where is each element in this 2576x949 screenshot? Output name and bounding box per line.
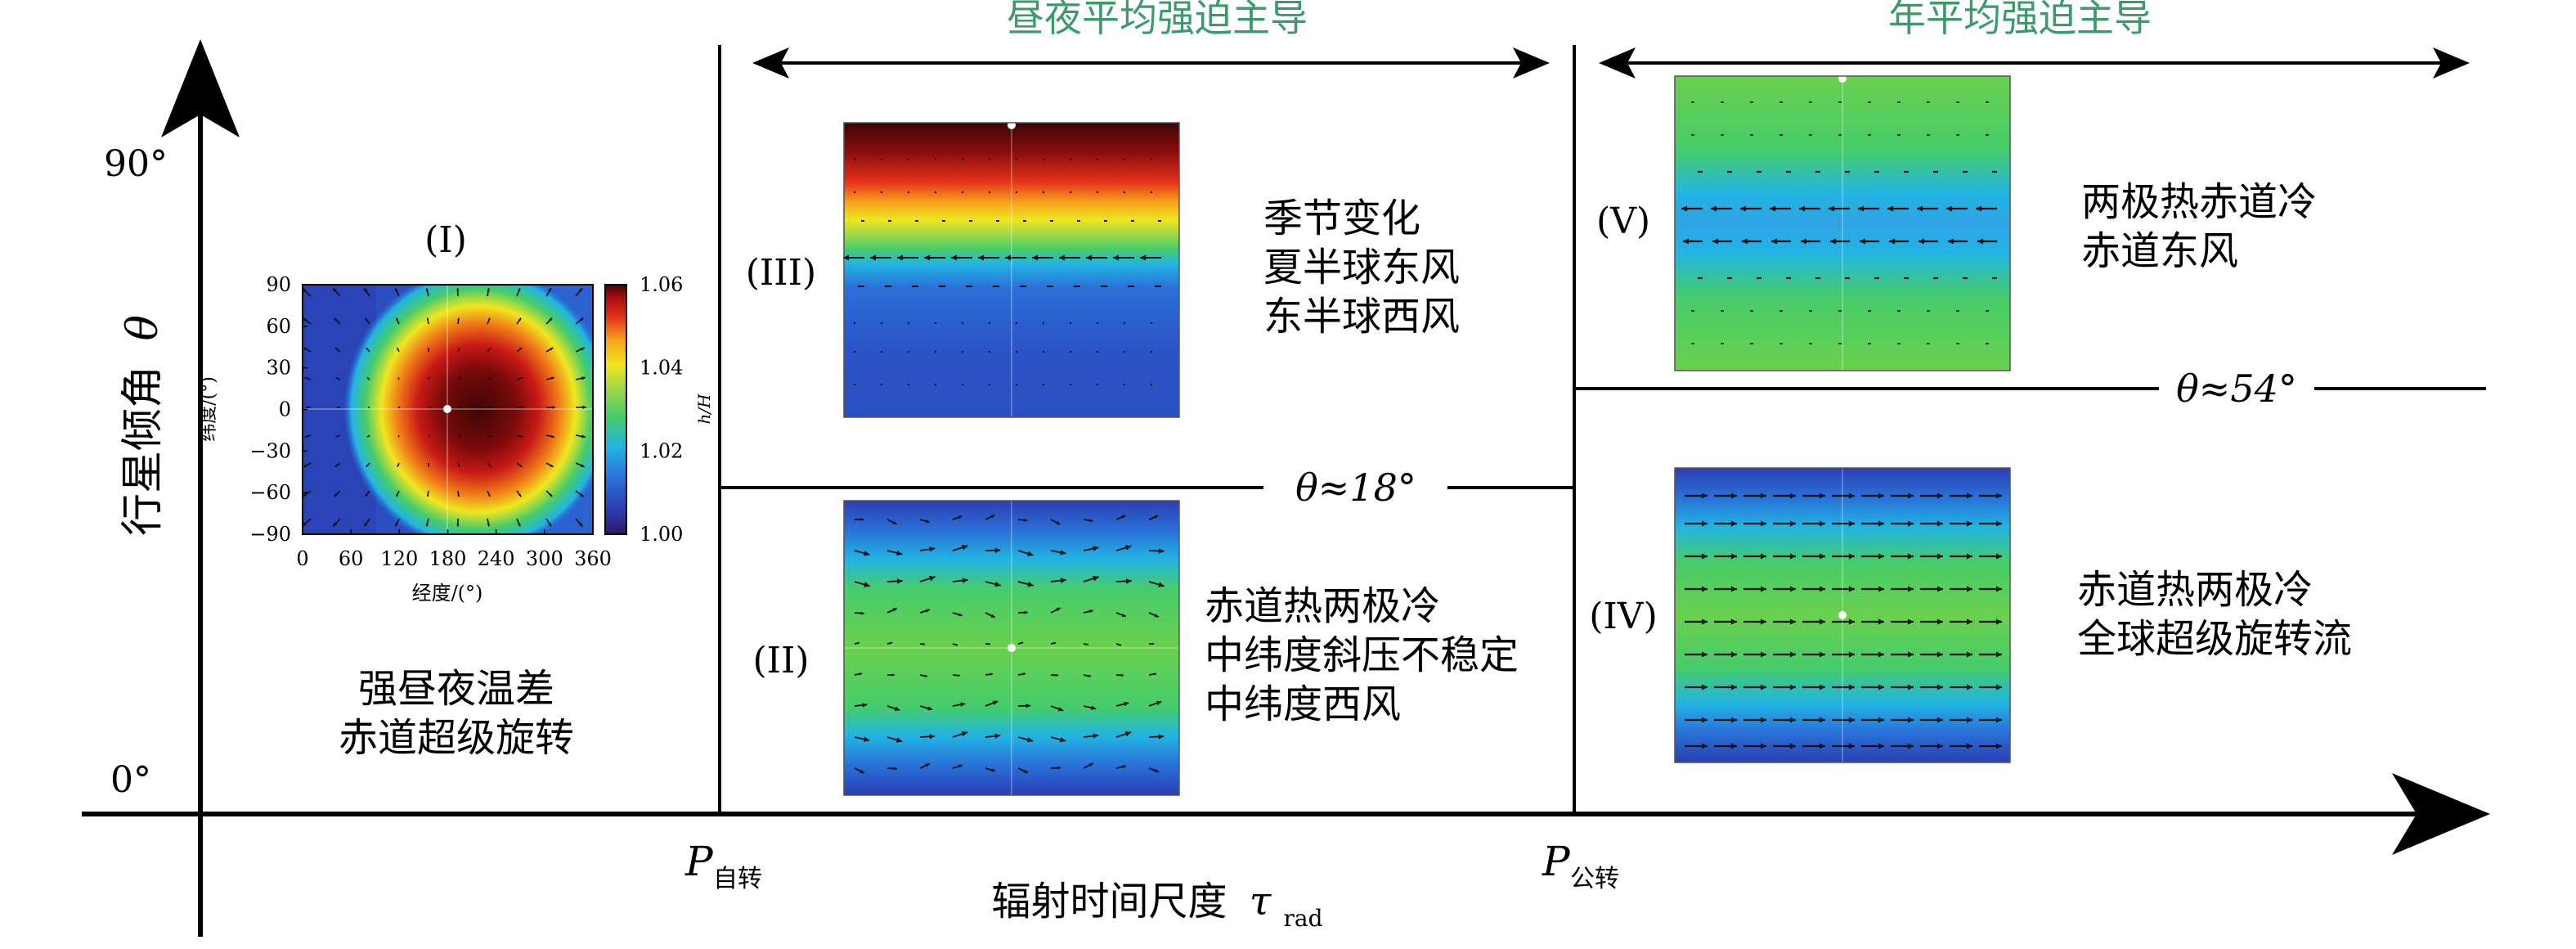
regime-iv-panel (1674, 467, 2011, 763)
y-axis-label: 行星倾角 θ (119, 315, 168, 536)
inset-y-tick: −30 (249, 439, 291, 462)
y-tick-90: 90° (104, 143, 168, 185)
regime-ii-panel (843, 500, 1180, 796)
inset-x-tick: 60 (339, 547, 364, 570)
y-axis-label-text: 行星倾角 (119, 366, 168, 536)
x-axis-label-sub: rad (1284, 905, 1323, 932)
x-axis-label-text: 辐射时间尺度 (991, 879, 1227, 924)
x-axis-label: 辐射时间尺度 τ rad (991, 879, 1322, 932)
panel-ii-wind-vectors (854, 514, 1165, 774)
p-orbit-marker: P 公转 (1542, 838, 1619, 893)
panel-v-wind-vectors (1681, 101, 1997, 344)
y-axis-arrowhead (161, 39, 240, 137)
regime-ii-line-2: 中纬度斜压不稳定 (1205, 634, 1519, 677)
p-rotation-marker: P 自转 (684, 838, 762, 893)
svg-text:辐射时间尺度 τ rad: 辐射时间尺度 τ rad (991, 879, 1322, 932)
regime-ii-line-3: 中纬度西风 (1205, 683, 1401, 726)
regime-v-label: (V) (1596, 200, 1650, 242)
p-rotation-symbol: P (684, 838, 714, 885)
regime-v-line-2: 赤道东风 (2081, 230, 2238, 273)
header-diurnal-arrowhead-left (752, 47, 789, 79)
regime-iv-line-1: 赤道热两极冷 (2077, 569, 2313, 612)
regime-iii-line-1: 季节变化 (1263, 197, 1420, 241)
p-orbit-symbol: P (1542, 838, 1571, 885)
p-rotation-sub: 自转 (713, 865, 762, 893)
regime-v-line-1: 两极热赤道冷 (2081, 181, 2317, 224)
regime-iii-panel (843, 121, 1180, 418)
header-annual-arrowhead-left (1599, 47, 1636, 79)
inset-x-tick: 180 (429, 547, 467, 570)
regime-iii-line-3: 东半球西风 (1263, 295, 1460, 339)
boundary-18-label: θ≈18° (1295, 466, 1416, 510)
y-tick-0: 0° (110, 759, 151, 801)
regime-i-line-2: 赤道超级旋转 (339, 717, 574, 760)
inset-y-tick: −60 (249, 481, 291, 504)
inset-x-tick: 0 (296, 547, 308, 570)
inset-y-tick: 0 (279, 398, 291, 421)
panel-iv-wind-vectors (1685, 492, 2002, 749)
inset-colorbar-ticks: 1.06 1.04 1.02 1.00 (640, 273, 683, 546)
inset-y-tick: 60 (266, 315, 291, 338)
inset-colorbar-tick: 1.06 (640, 273, 683, 296)
regime-iii-line-2: 夏半球东风 (1263, 246, 1460, 290)
regime-iv-label: (IV) (1589, 596, 1658, 637)
inset-ylabel: 纬度/(°) (199, 376, 219, 442)
inset-colorbar-label: h/H (694, 394, 714, 425)
boundary-54-label: θ≈54° (2176, 367, 2297, 411)
inset-colorbar-tick: 1.04 (640, 357, 683, 380)
x-axis-arrowhead (2392, 773, 2490, 855)
p-orbit-sub: 公转 (1570, 865, 1619, 893)
inset-x-tick: 240 (478, 547, 515, 570)
inset-colorbar-tick: 1.02 (640, 439, 683, 462)
regime-iii-label: (III) (746, 252, 816, 294)
inset-y-tick: 30 (266, 357, 291, 380)
inset-x-tick: 120 (380, 547, 418, 570)
svg-text:行星倾角 θ: 行星倾角 θ (119, 315, 168, 536)
regime-iv-line-2: 全球超级旋转流 (2077, 618, 2352, 661)
regime-ii-label: (II) (752, 640, 809, 681)
panel-iii-wind-vectors (843, 158, 1161, 386)
regime-v-panel (1674, 74, 2011, 371)
header-diurnal-forcing: 昼夜平均强迫主导 (1007, 0, 1308, 39)
inset-wind-vectors (303, 287, 586, 527)
regime-i-line-1: 强昼夜温差 (358, 668, 554, 711)
substellar-point (443, 405, 451, 413)
inset-xlabel: 经度/(°) (412, 582, 483, 605)
header-annual-forcing: 年平均强迫主导 (1888, 0, 2152, 39)
header-diurnal-arrowhead-right (1513, 47, 1550, 79)
x-axis-label-symbol: τ (1250, 879, 1272, 924)
inset-x-tick: 300 (526, 547, 563, 570)
inset-y-tick: −90 (249, 523, 291, 546)
regime-i-label: (I) (424, 219, 467, 261)
inset-colorbar-tick: 1.00 (640, 523, 683, 546)
regime-ii-line-1: 赤道热两极冷 (1205, 585, 1440, 628)
y-axis-label-symbol: θ (119, 315, 168, 340)
inset-colorbar (604, 284, 627, 535)
header-annual-arrowhead-right (2433, 47, 2470, 79)
inset-y-tick: 90 (266, 273, 291, 296)
inset-x-tick: 360 (574, 547, 612, 570)
